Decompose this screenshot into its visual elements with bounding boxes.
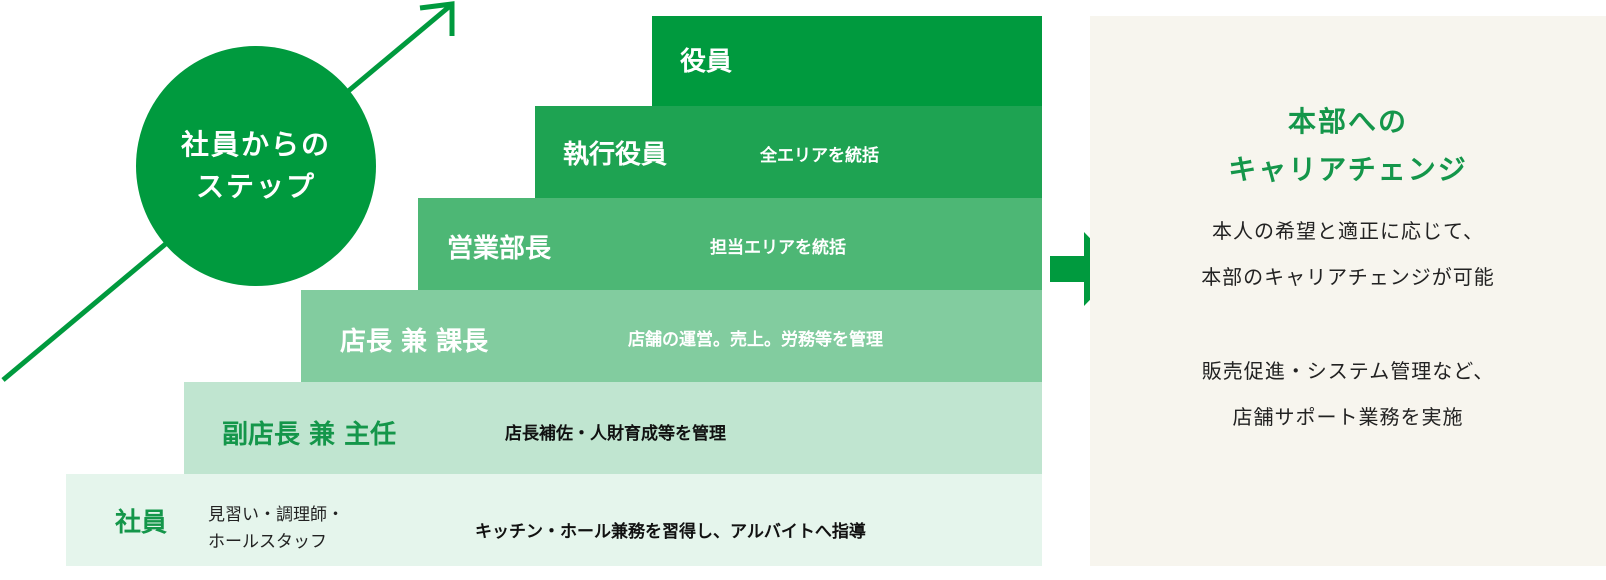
step-label: 店長 兼 課長: [340, 327, 489, 357]
step-desc: 全エリアを統括: [760, 146, 879, 166]
step-shikko-yakuin: 執行役員 全エリアを統括: [535, 106, 1042, 198]
panel-text-block2: 販売促進・システム管理など、 店舗サポート業務を実施: [1090, 348, 1606, 440]
step-fuku-tencho: 副店長 兼 主任 店長補佐・人財育成等を管理: [184, 382, 1042, 474]
panel-text3: 販売促進・システム管理など、: [1201, 359, 1495, 383]
step-label: 副店長 兼 主任: [222, 420, 397, 450]
panel-title-line2: キャリアチェンジ: [1228, 153, 1468, 186]
step-tencho: 店長 兼 課長 店舗の運営。売上。労務等を管理: [301, 290, 1042, 382]
panel-title-line1: 本部への: [1287, 105, 1408, 138]
circle-line1: 社員からの: [180, 128, 331, 161]
step-label: 執行役員: [563, 140, 668, 170]
circle-line2: ステップ: [195, 170, 316, 203]
panel-text4: 店舗サポート業務を実施: [1232, 405, 1464, 429]
panel-text-block1: 本人の希望と適正に応じて、 本部のキャリアチェンジが可能: [1090, 208, 1606, 300]
step-sub2: ホールスタッフ: [208, 532, 327, 552]
steps-circle: 社員からの ステップ: [136, 46, 376, 286]
step-label: 営業部長: [447, 234, 552, 264]
hq-career-change-panel: 本部への キャリアチェンジ 本人の希望と適正に応じて、 本部のキャリアチェンジが…: [1090, 16, 1606, 566]
step-shain: 社員 見習い・調理師・ ホールスタッフ キッチン・ホール兼務を習得し、アルバイト…: [66, 474, 1042, 566]
panel-text2: 本部のキャリアチェンジが可能: [1201, 265, 1495, 289]
step-sub1: 見習い・調理師・: [208, 505, 344, 525]
step-label: 社員: [115, 508, 168, 538]
step-desc: キッチン・ホール兼務を習得し、アルバイトへ指導: [475, 522, 866, 542]
step-yakuin: 役員: [652, 16, 1042, 108]
step-eigyo-bucho: 営業部長 担当エリアを統括: [418, 198, 1042, 290]
step-label: 役員: [680, 47, 733, 77]
right-arrow-icon: [1050, 232, 1120, 306]
panel-text1: 本人の希望と適正に応じて、: [1212, 219, 1484, 243]
step-desc: 担当エリアを統括: [710, 238, 846, 258]
step-desc: 店長補佐・人財育成等を管理: [505, 424, 726, 444]
panel-title: 本部への キャリアチェンジ: [1090, 98, 1606, 194]
step-desc: 店舗の運営。売上。労務等を管理: [628, 330, 883, 350]
